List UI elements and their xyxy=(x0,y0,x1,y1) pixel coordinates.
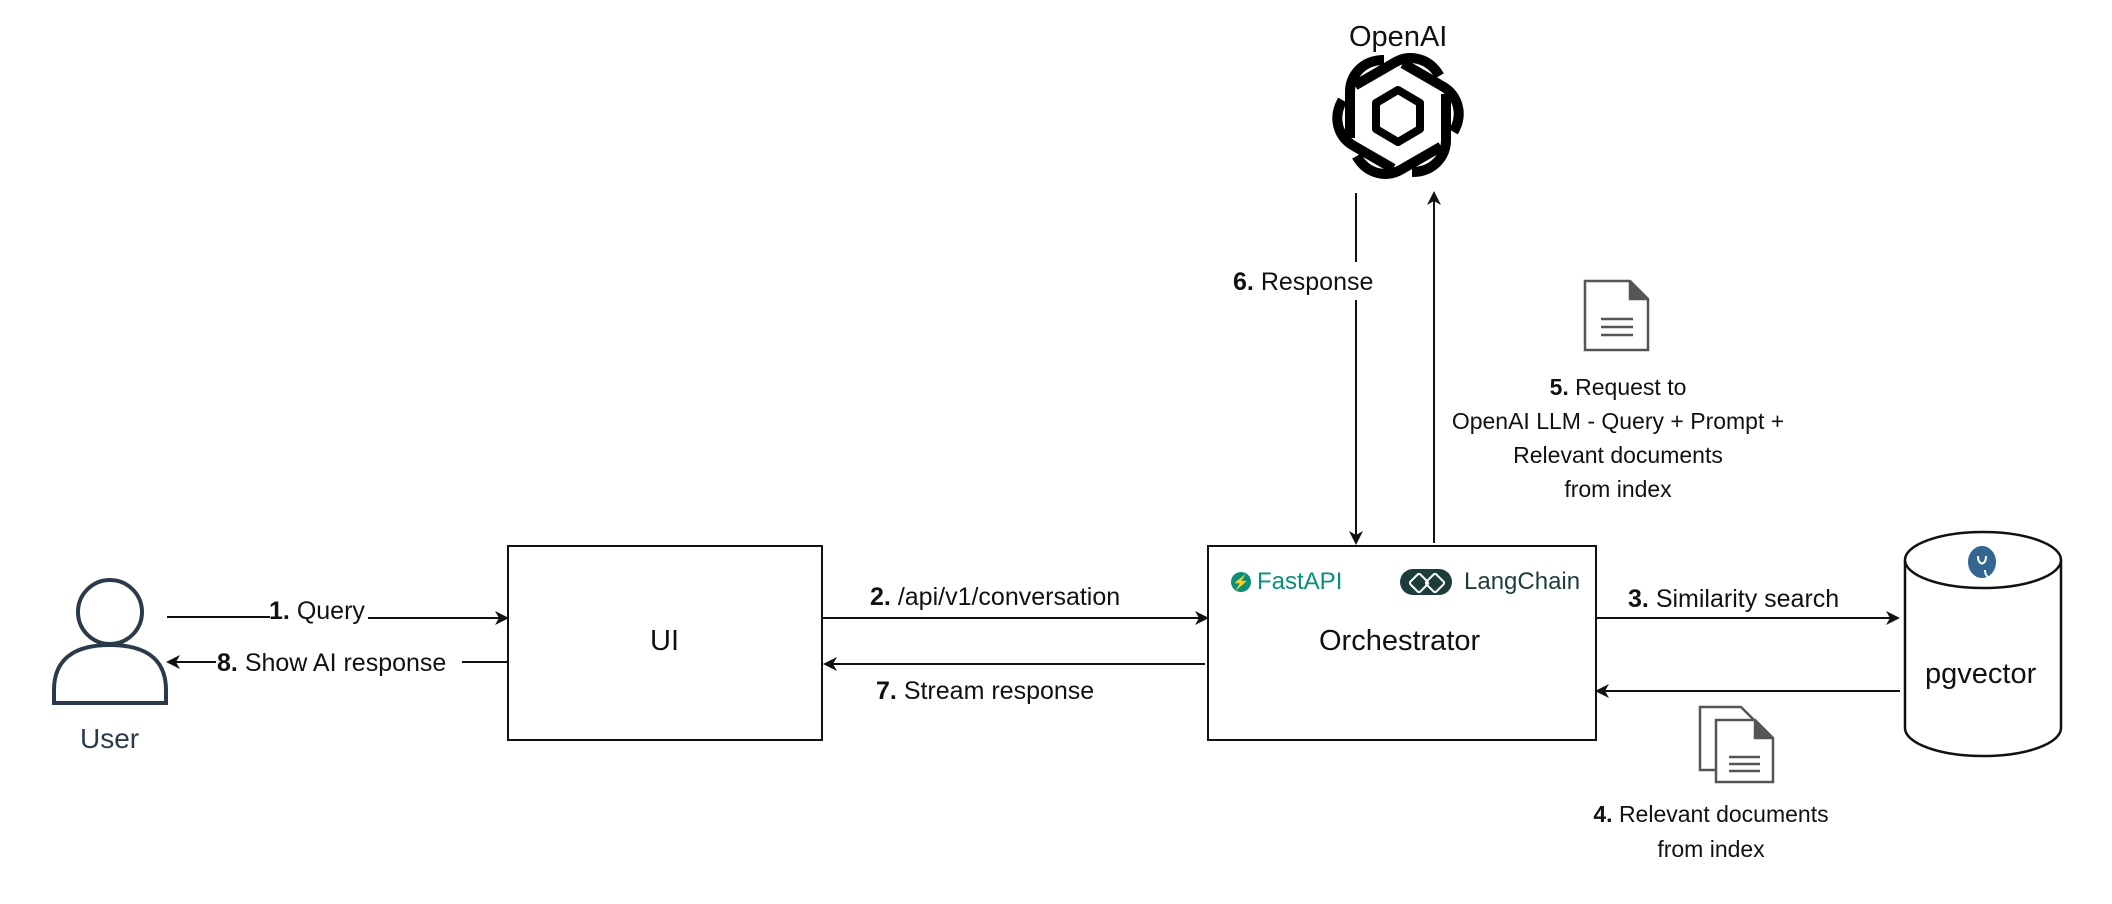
langchain-label: LangChain xyxy=(1464,568,1581,595)
step-7-text: Stream response xyxy=(903,677,1095,705)
user-icon xyxy=(52,578,168,705)
step-2-label: 2. /api/v1/conversation xyxy=(870,582,1120,612)
step-4-label: 4. Relevant documents from index xyxy=(1591,797,1831,867)
openai-label: OpenAI xyxy=(1349,21,1448,53)
document-icon xyxy=(1583,279,1650,352)
step-6-label: 6. Response xyxy=(1229,267,1378,297)
postgres-elephant-icon xyxy=(1966,544,1998,580)
step-5-text: Request to xyxy=(1575,374,1687,400)
step-3-label: 3. Similarity search xyxy=(1628,584,1839,614)
step-5-line3: Relevant documents xyxy=(1513,442,1723,468)
documents-stack-icon xyxy=(1698,705,1775,784)
pgvector-label: pgvector xyxy=(1925,658,2037,690)
step-5-label: 5. Request to OpenAI LLM - Query + Promp… xyxy=(1433,370,1803,506)
step-1-num: 1. xyxy=(269,597,290,625)
step-2-num: 2. xyxy=(870,583,891,611)
step-1-label: 1. Query xyxy=(269,596,365,626)
step-4-text: Relevant documents xyxy=(1618,801,1829,827)
step-3-num: 3. xyxy=(1628,585,1649,613)
ui-box xyxy=(507,545,823,741)
orchestrator-box-label: Orchestrator xyxy=(1319,625,1481,657)
fastapi-label: FastAPI xyxy=(1257,568,1343,595)
langchain-logo: LangChain xyxy=(1400,568,1580,596)
fastapi-logo: ⚡ FastAPI xyxy=(1231,568,1342,596)
step-5-num: 5. xyxy=(1549,374,1569,400)
step-5-line4: from index xyxy=(1564,476,1672,502)
openai-logo-icon xyxy=(1326,46,1471,185)
fastapi-bolt-icon: ⚡ xyxy=(1231,572,1251,592)
step-2-text: /api/v1/conversation xyxy=(897,583,1121,611)
step-4-num: 4. xyxy=(1593,801,1613,827)
step-8-text: Show AI response xyxy=(244,649,447,677)
langchain-link-icon xyxy=(1400,569,1452,595)
step-6-text: Response xyxy=(1260,268,1374,296)
step-8-num: 8. xyxy=(217,649,238,677)
ui-box-label: UI xyxy=(650,625,679,657)
step-5-line2: OpenAI LLM - Query + Prompt + xyxy=(1451,408,1785,434)
step-4-line2: from index xyxy=(1657,836,1765,862)
step-6-num: 6. xyxy=(1233,268,1254,296)
step-3-text: Similarity search xyxy=(1655,585,1840,613)
step-7-label: 7. Stream response xyxy=(876,676,1094,706)
step-8-label: 8. Show AI response xyxy=(217,648,446,678)
user-label: User xyxy=(80,723,140,754)
step-1-text: Query xyxy=(296,597,365,625)
step-7-num: 7. xyxy=(876,677,897,705)
